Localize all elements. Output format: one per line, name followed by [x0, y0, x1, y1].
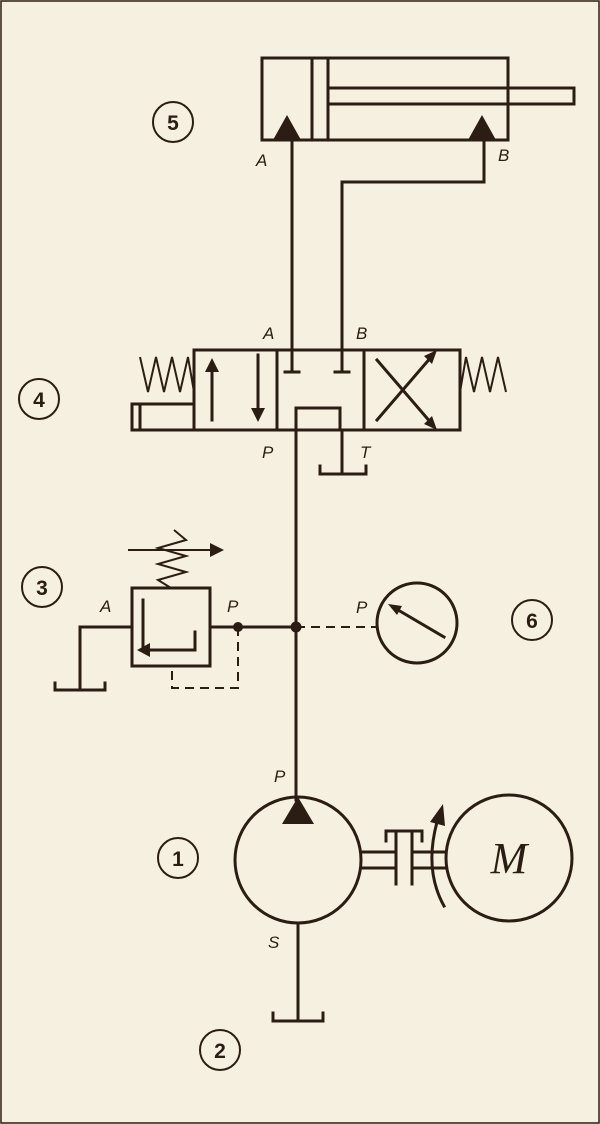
cylinder-port-a-label: A — [255, 151, 267, 170]
piston-rod — [326, 86, 576, 106]
valve-tank-return — [318, 428, 368, 476]
number-badge-text: 2 — [214, 1040, 226, 1063]
valve-tank-symbol — [318, 464, 368, 476]
relief-port-p-label: P — [227, 597, 239, 616]
motor-circle — [444, 793, 574, 923]
number-badge-text: 5 — [167, 112, 179, 135]
valve-port-a-label: A — [262, 324, 274, 343]
valve-body — [192, 348, 462, 432]
number-badge-circle — [157, 837, 199, 879]
left-box-arrow-up-head — [205, 358, 219, 372]
relief-valve-spring — [154, 529, 190, 589]
middle-box-p-to-t — [294, 406, 342, 432]
number-badge-text: 3 — [36, 577, 48, 600]
directional-control-valve: A B P T — [130, 324, 507, 462]
shaft-coupling — [359, 804, 448, 909]
number-badge-circle — [152, 101, 194, 143]
number-badge-text: 4 — [33, 389, 45, 412]
component-number-5: 5 — [152, 101, 194, 143]
left-spring — [139, 356, 195, 393]
number-badge-circle — [21, 566, 63, 608]
electric-motor: M — [444, 793, 574, 923]
pressure-relief-valve: A P — [53, 529, 298, 692]
rotation-arrowhead — [430, 804, 445, 826]
number-badge-text: 6 — [526, 610, 538, 633]
hydraulic-cylinder: A B — [255, 56, 576, 170]
pump-output-triangle — [282, 797, 314, 824]
spring-adjust-arrowhead — [210, 543, 224, 557]
number-badge-text: 1 — [172, 848, 184, 871]
right-box-cross-arrow-1-head — [424, 350, 437, 364]
component-number-1: 1 — [157, 837, 199, 879]
right-box-cross-arrow-2 — [374, 357, 435, 427]
valve-port-b-label: B — [356, 324, 367, 343]
number-badge-circle — [18, 378, 60, 420]
component-number-2: 2 — [199, 1029, 241, 1071]
number-badge-circle — [199, 1029, 241, 1071]
cylinder-port-b-arrow — [468, 115, 496, 140]
relief-pilot-line — [171, 627, 239, 689]
pressure-gauge: P — [296, 581, 459, 665]
gauge-needle — [390, 604, 447, 640]
motor-label: M — [490, 834, 530, 883]
tank-symbol — [271, 1011, 325, 1023]
relief-arrow-head — [137, 643, 150, 657]
pump-port-s-label: S — [268, 933, 280, 952]
right-box-cross-arrow-1 — [374, 353, 435, 423]
gauge-dial — [375, 581, 459, 665]
gauge-port-label: P — [356, 598, 368, 617]
left-box-arrow-down-head — [251, 408, 265, 422]
line-cylinder-b-to-valve-b — [340, 138, 486, 352]
coupling-cap — [384, 829, 424, 843]
rotation-arc — [430, 820, 447, 909]
reservoir-tank — [271, 921, 325, 1023]
gauge-needle-head — [388, 604, 402, 615]
cylinder-port-a-arrow — [273, 115, 301, 140]
pump-port-p-label: P — [274, 767, 286, 786]
component-number-4: 4 — [18, 378, 60, 420]
cylinder-port-b-label: B — [498, 146, 509, 165]
relief-port-a-label: A — [99, 597, 111, 616]
valve-port-p-label: P — [262, 443, 274, 462]
component-number-3: 3 — [21, 566, 63, 608]
relief-outlet-line — [78, 625, 134, 692]
component-number-6: 6 — [511, 599, 553, 641]
valve-actuator — [130, 402, 196, 432]
cylinder-barrel — [260, 56, 510, 142]
right-box-cross-arrow-2-head — [424, 416, 437, 430]
relief-tank-symbol — [53, 681, 107, 692]
number-badge-circle — [511, 599, 553, 641]
valve-port-t-label: T — [360, 443, 372, 462]
right-spring — [459, 356, 507, 393]
